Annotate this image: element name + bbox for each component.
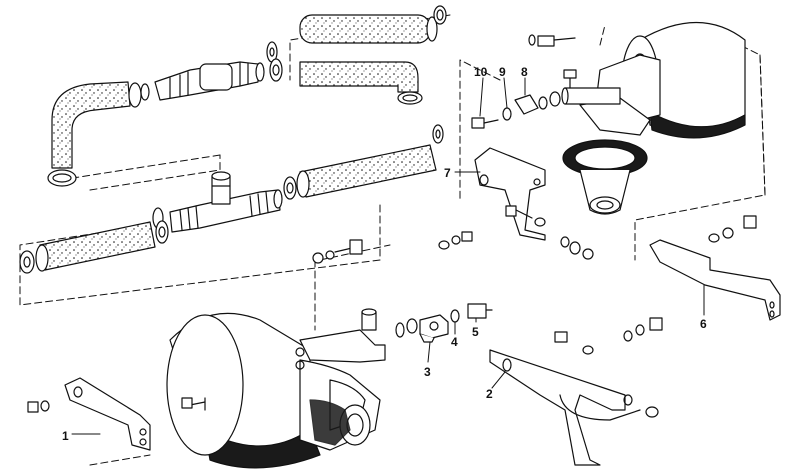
booster-gasket — [562, 139, 648, 215]
bracket-7 — [474, 147, 546, 241]
callout-9: 9 — [499, 65, 506, 79]
callout-10: 10 — [474, 65, 488, 79]
fasteners-top — [471, 34, 576, 129]
callout-labels: 1 2 3 4 5 6 7 8 9 10 — [62, 65, 707, 443]
middle-hose — [283, 124, 444, 200]
callout-5: 5 — [472, 325, 479, 339]
callout-1: 1 — [62, 429, 69, 443]
stud-and-nut-mid — [312, 239, 363, 264]
check-valve-upper — [154, 61, 265, 101]
tee-check-valve — [152, 171, 283, 233]
upper-bent-hose — [269, 58, 423, 105]
booster-check-valve — [395, 303, 493, 343]
assembly-boundary-lines — [19, 14, 766, 466]
brake-booster-lower — [166, 308, 386, 469]
bracket-1 — [27, 377, 151, 451]
fasteners-mid — [438, 205, 594, 260]
bracket-2 — [489, 317, 663, 466]
leader-lines — [71, 77, 705, 435]
callout-7: 7 — [444, 166, 451, 180]
callout-3: 3 — [424, 365, 431, 379]
brake-booster-upper — [561, 22, 746, 139]
lower-left-hose — [19, 220, 169, 274]
bracket-6 — [649, 215, 781, 321]
upper-hose-1 — [266, 5, 447, 63]
callout-2: 2 — [486, 387, 493, 401]
callout-6: 6 — [700, 317, 707, 331]
curved-hose-left — [47, 81, 150, 187]
callout-4: 4 — [451, 335, 458, 349]
callout-8: 8 — [521, 65, 528, 79]
